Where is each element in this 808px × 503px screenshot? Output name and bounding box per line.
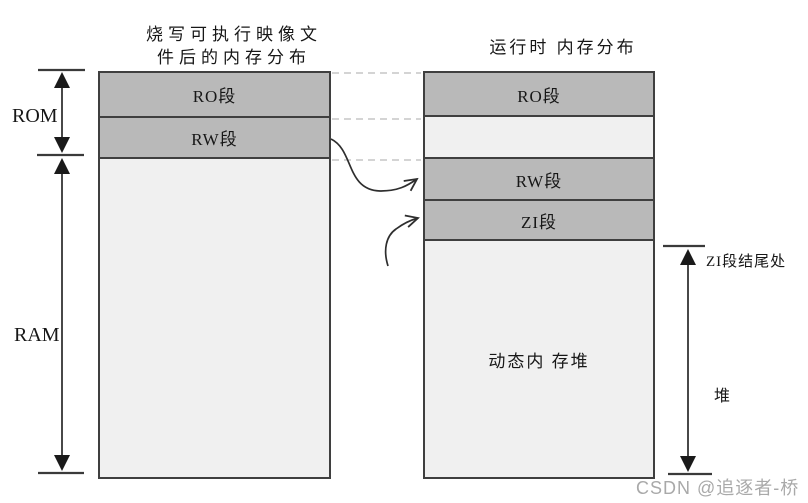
csdn-watermark: CSDN @追逐者-桥	[636, 478, 800, 498]
dashed-alignment-lines	[332, 72, 421, 161]
rom-label: ROM	[12, 105, 58, 127]
right-ro-segment-label: RO段	[517, 86, 561, 106]
left-memory-column: RO段 RW段	[98, 71, 331, 479]
left-column-title: 烧写可执行映像文 件后的内存分布	[134, 23, 334, 69]
right-heap-region: 动态内 存堆	[425, 241, 653, 477]
right-zi-segment-label: ZI段	[520, 212, 558, 232]
left-empty-ram-region	[100, 159, 329, 477]
left-column-title-line1: 烧写可执行映像文	[146, 25, 322, 44]
right-rw-segment-label: RW段	[515, 171, 563, 191]
right-column-title: 运行时 内存分布	[489, 38, 637, 57]
right-gap-region	[425, 117, 653, 159]
dynamic-heap-label: 动态内 存堆	[488, 351, 590, 371]
right-ro-segment: RO段	[425, 73, 653, 117]
left-rw-segment-label: RW段	[191, 130, 238, 149]
right-zi-segment: ZI段	[425, 201, 653, 241]
zi-copy-arrow	[384, 218, 418, 267]
zi-end-label: ZI段结尾处	[706, 254, 787, 270]
left-column-title-line2: 件后的内存分布	[157, 48, 311, 67]
right-rw-segment: RW段	[425, 159, 653, 201]
heap-extent-label: 堆	[714, 388, 732, 405]
left-rw-segment: RW段	[100, 118, 329, 159]
left-ro-segment: RO段	[100, 73, 329, 118]
rw-copy-arrow	[330, 138, 417, 192]
ram-range-arrow	[54, 158, 70, 471]
right-memory-column: RO段 RW段 ZI段 动态内 存堆	[423, 71, 655, 479]
ram-label: RAM	[14, 324, 60, 346]
heap-range-arrow	[680, 249, 696, 472]
copy-arrows	[330, 138, 418, 267]
left-ro-segment-label: RO段	[192, 87, 237, 106]
